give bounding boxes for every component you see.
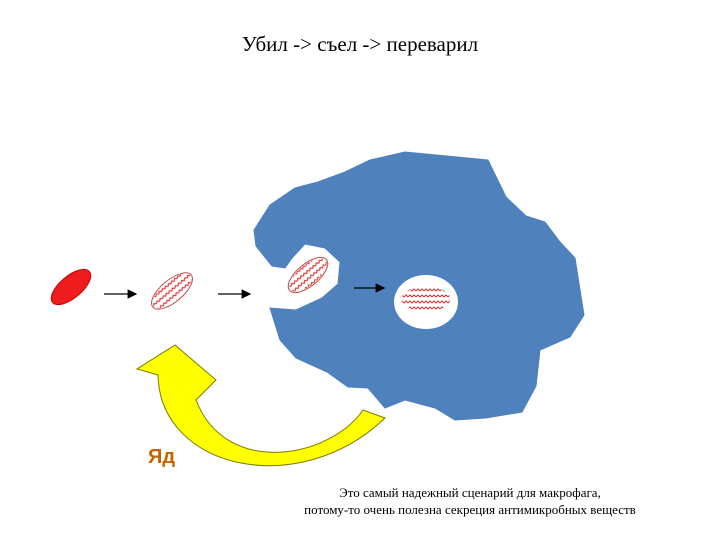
- live-bacterium: [50, 268, 92, 306]
- poison-label: Яд: [148, 446, 176, 468]
- killed-bacterium-pattern: [152, 273, 192, 309]
- caption-line-2: потому-то очень полезна секреция антимик…: [304, 502, 636, 517]
- page-title: Убил -> съел -> переварил: [241, 32, 479, 56]
- caption: Это самый надежный сценарий для макрофаг…: [230, 484, 710, 518]
- digested-bacterium: [400, 285, 452, 313]
- poison-arrow: [135, 344, 386, 467]
- engulfed-bacterium-pattern: [289, 258, 327, 292]
- caption-line-1: Это самый надежный сценарий для макрофаг…: [339, 485, 601, 500]
